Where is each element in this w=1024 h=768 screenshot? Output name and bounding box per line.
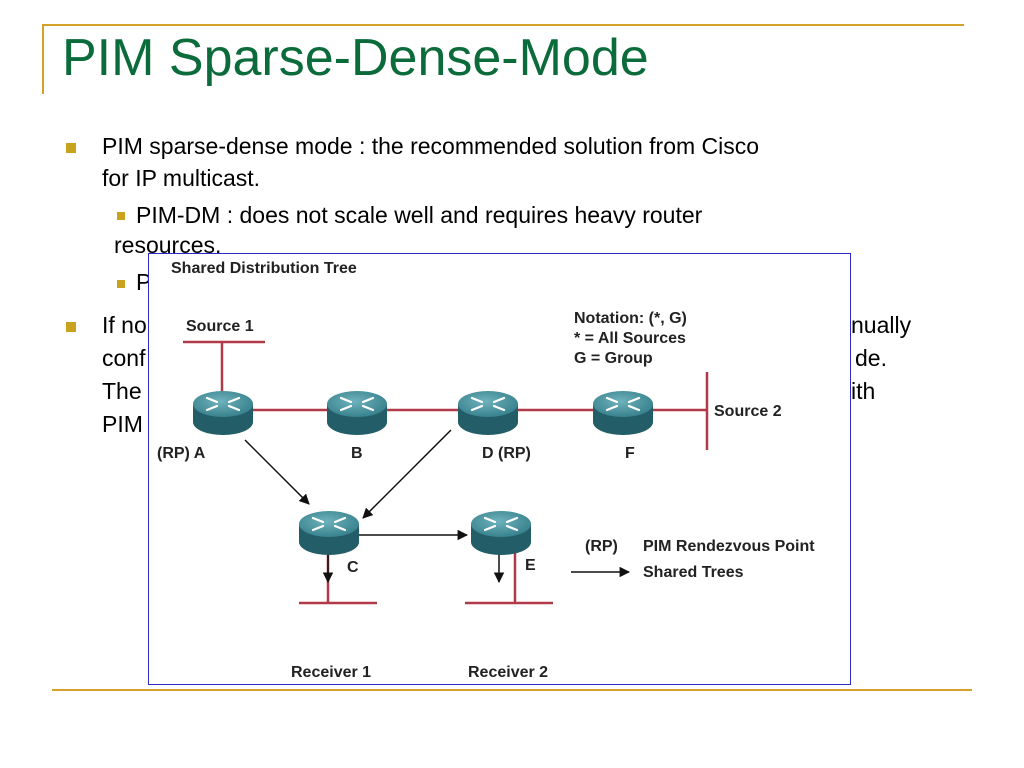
router-d-icon — [456, 389, 520, 437]
bullet-2-line-2-start: conf — [102, 345, 146, 371]
diagram-title: Shared Distribution Tree — [171, 260, 357, 277]
legend-shared-trees: Shared Trees — [643, 564, 744, 581]
sub-bullet-2-fragment: P — [136, 269, 152, 295]
bullet-1-line-2: for IP multicast. — [102, 165, 261, 191]
source-2-label: Source 2 — [714, 403, 782, 420]
top-rule — [44, 24, 964, 26]
router-e-label: E — [525, 557, 536, 574]
bullet-2-line-4-start: PIM — [102, 411, 143, 437]
receiver-1-label: Receiver 1 — [291, 664, 371, 681]
router-e-icon — [469, 509, 533, 557]
bullet-1-line-1: PIM sparse-dense mode : the recommended … — [102, 133, 760, 159]
legend-rp-meaning: PIM Rendezvous Point — [643, 538, 815, 555]
router-d-label: D (RP) — [482, 445, 531, 462]
router-a-label: (RP) A — [157, 445, 206, 462]
router-a-icon — [191, 389, 255, 437]
notation-line-1: Notation: (*, G) — [574, 310, 687, 327]
router-f-icon — [591, 389, 655, 437]
sub-bullet-1-line-1: PIM-DM : does not scale well and require… — [136, 202, 703, 228]
bullet-2-line-3-start: The — [102, 378, 142, 404]
notation-line-3: G = Group — [574, 350, 653, 367]
bullet-2-line-2-end: de. — [855, 345, 887, 371]
sub-bullet-square — [117, 212, 125, 220]
bullet-square — [66, 143, 76, 153]
router-c-icon — [297, 509, 361, 557]
bullet-2-line-3-end: ith — [851, 378, 876, 404]
bullet-2-line-1-end: nually — [851, 312, 912, 338]
legend-rp-symbol: (RP) — [585, 538, 618, 555]
router-f-label: F — [625, 445, 635, 462]
shared-distribution-tree-diagram: Shared Distribution Tree — [148, 253, 851, 685]
router-b-icon — [325, 389, 389, 437]
router-b-label: B — [351, 445, 363, 462]
sub-bullet-square — [117, 280, 125, 288]
bottom-rule — [52, 689, 972, 691]
router-c-label: C — [347, 559, 359, 576]
slide-title: PIM Sparse-Dense-Mode — [62, 29, 649, 87]
arrow-a-to-c — [244, 439, 310, 505]
left-rule — [42, 24, 44, 94]
source-1-label: Source 1 — [186, 318, 254, 335]
notation-line-2: * = All Sources — [574, 330, 686, 347]
receiver-2-label: Receiver 2 — [468, 664, 548, 681]
bullet-2-line-1-start: If no — [102, 312, 147, 338]
arrow-d-to-c — [362, 429, 452, 519]
bullet-square — [66, 322, 76, 332]
